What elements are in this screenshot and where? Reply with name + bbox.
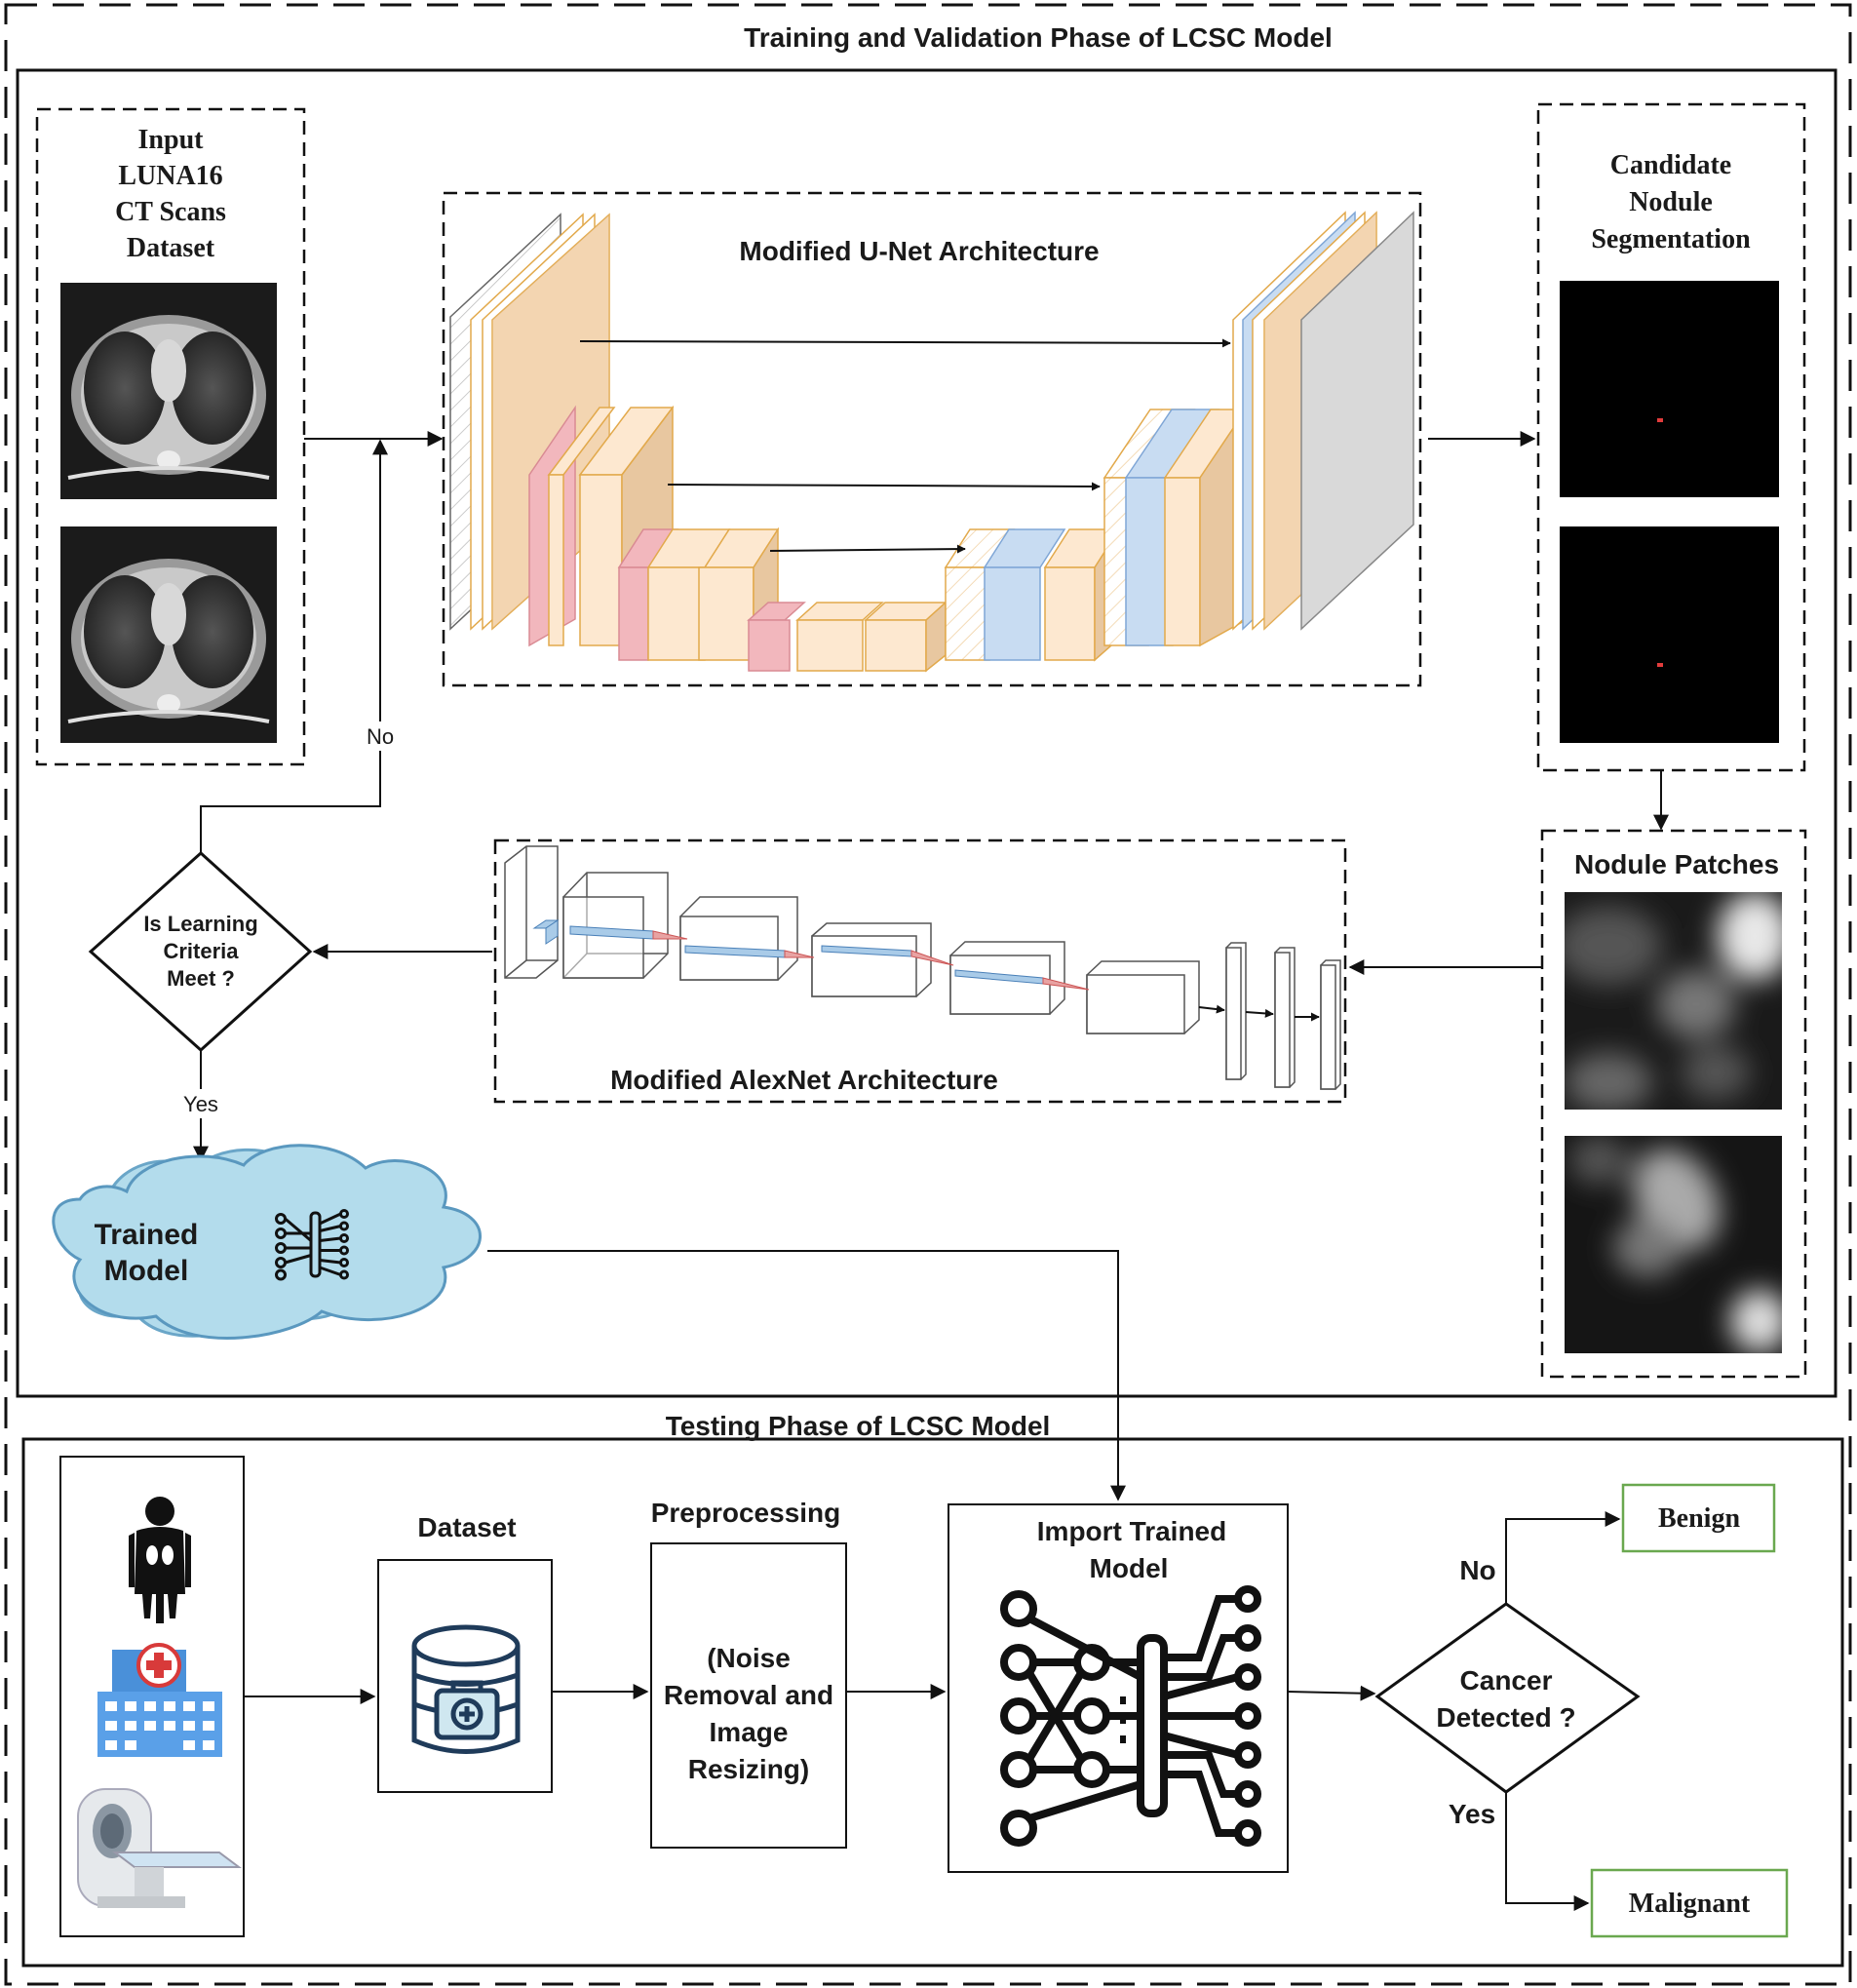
ct-scanner-icon [77, 1788, 242, 1908]
input-line-1: Input [138, 125, 205, 155]
segmentation-line-1: Candidate [1610, 150, 1731, 180]
unet-architecture-box: Modified U-Net Architecture [442, 191, 1422, 687]
alexnet-title: Modified AlexNet Architecture [610, 1065, 998, 1095]
data-source-box [59, 1456, 245, 1937]
testing-phase-frame [21, 1437, 1844, 1968]
hospital-icon [97, 1643, 222, 1757]
cancer-decision-line-1: Cancer [1460, 1665, 1553, 1696]
input-line-3: CT Scans [115, 197, 226, 227]
neural-circuit-icon [275, 1209, 349, 1281]
arrow-model-to-import [487, 1250, 1126, 1501]
dataset-box [377, 1559, 553, 1793]
candidate-segmentation-box: Candidate Nodule Segmentation [1536, 102, 1806, 772]
cancer-detected-decision: Cancer Detected ? [1374, 1602, 1641, 1794]
neural-circuit-icon [1000, 1585, 1261, 1847]
decision-line-3: Meet ? [167, 966, 235, 991]
import-line-2: Model [1090, 1553, 1169, 1583]
arrow-no-loop [200, 439, 388, 853]
yes-label-testing: Yes [1449, 1799, 1495, 1829]
preprocessing-line-3: Image [710, 1717, 789, 1747]
decision-line-1: Is Learning [143, 912, 257, 936]
skip-connection-3 [769, 544, 966, 554]
nodule-patches-title: Nodule Patches [1574, 849, 1779, 879]
benign-label: Benign [1658, 1503, 1740, 1534]
skip-connection-1 [579, 338, 1231, 348]
cancer-decision-line-2: Detected ? [1436, 1702, 1575, 1733]
input-dataset-box: Input LUNA16 CT Scans Dataset [35, 107, 306, 766]
nodule-patch-1 [1565, 892, 1782, 1110]
segmentation-line-3: Segmentation [1591, 224, 1751, 254]
unet-output-layer [1300, 211, 1414, 631]
preprocessing-title: Preprocessing [651, 1498, 841, 1528]
outer-dashed-frame [4, 3, 1852, 1986]
benign-box: Benign [1621, 1483, 1776, 1553]
database-medical-icon [411, 1624, 521, 1754]
ct-scan-image-2 [60, 526, 277, 743]
trained-model-line-2: Model [104, 1255, 189, 1287]
arrow-no-to-benign [1505, 1511, 1621, 1604]
segmentation-line-2: Nodule [1629, 187, 1713, 217]
malignant-label: Malignant [1629, 1889, 1751, 1919]
segmentation-mask-2 [1560, 526, 1779, 743]
trained-model-cloud: Trained Model [52, 1144, 482, 1340]
segmentation-mask-1 [1560, 281, 1779, 497]
preprocessing-box: (Noise Removal and Image Resizing) [650, 1542, 847, 1849]
malignant-box: Malignant [1590, 1868, 1789, 1938]
alexnet-kernels [532, 919, 1090, 991]
person-lungs-icon [129, 1497, 191, 1623]
unet-title: Modified U-Net Architecture [739, 236, 1099, 266]
input-line-2: LUNA16 [118, 161, 222, 191]
arrow-import-to-decision [1287, 1685, 1376, 1701]
testing-phase-title: Testing Phase of LCSC Model [666, 1411, 1051, 1441]
preprocessing-line-2: Removal and [664, 1680, 833, 1710]
trained-model-line-1: Trained [95, 1219, 199, 1251]
nodule-patch-2 [1565, 1136, 1782, 1353]
skip-connection-2 [667, 482, 1101, 491]
preprocessing-line-1: (Noise [707, 1643, 791, 1673]
import-trained-model-box: Import Trained Model [948, 1503, 1289, 1873]
training-phase-frame [16, 68, 1838, 1398]
alexnet-architecture-box: Modified AlexNet Architecture [493, 838, 1347, 1104]
no-label-testing: No [1459, 1555, 1495, 1585]
no-label-training: No [367, 724, 394, 749]
training-phase-title: Training and Validation Phase of LCSC Mo… [744, 22, 1333, 53]
learning-criteria-decision: Is Learning Criteria Meet ? [88, 850, 313, 1053]
yes-label-training: Yes [183, 1092, 218, 1116]
import-line-1: Import Trained [1037, 1516, 1226, 1546]
preprocessing-line-4: Resizing) [688, 1754, 809, 1784]
alexnet-layers [504, 845, 1341, 1090]
input-line-4: Dataset [127, 233, 215, 263]
arrow-yes-to-malignant [1505, 1792, 1590, 1911]
nodule-patches-box: Nodule Patches [1540, 829, 1807, 1379]
ct-scan-image-1 [60, 283, 277, 499]
decision-line-2: Criteria [163, 939, 239, 963]
dataset-label: Dataset [417, 1512, 516, 1542]
